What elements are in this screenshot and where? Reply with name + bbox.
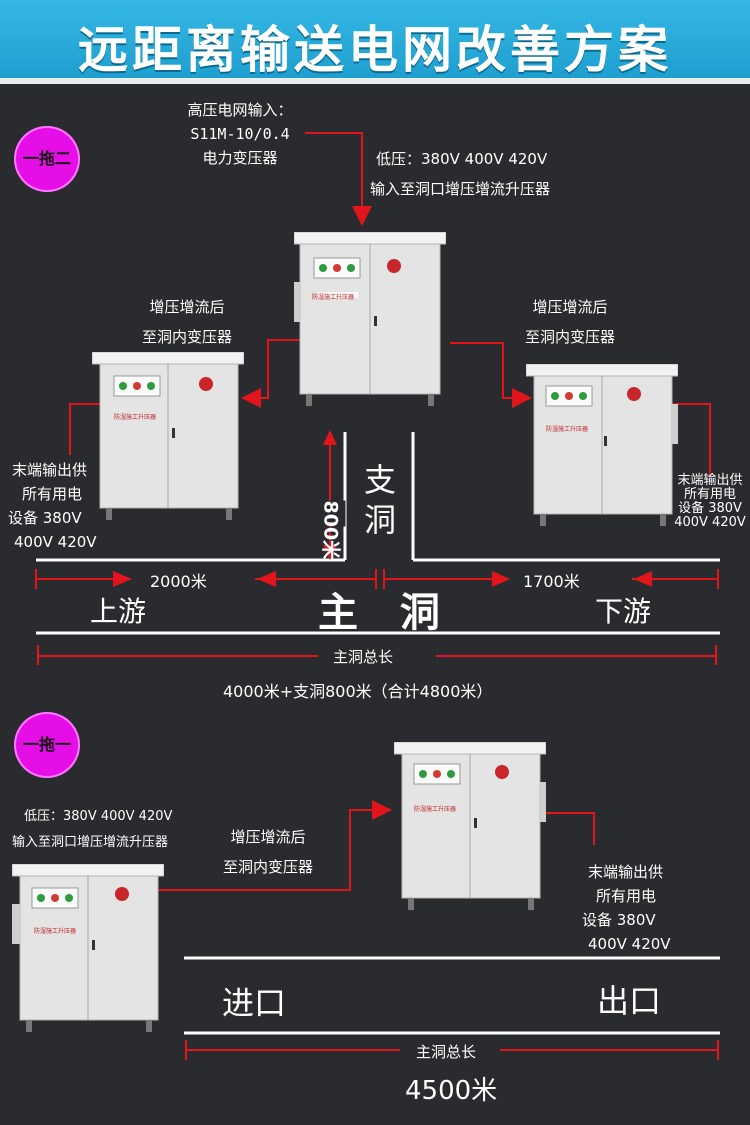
booster-cabinet-center: 防湿施工升压器	[292, 231, 447, 410]
total-length-value: 4000米+支洞800米（合计4800米）	[223, 682, 493, 701]
bottom-low-voltage-label: 低压：380V 400V 420V 输入至洞口增压增流升压器	[12, 804, 172, 856]
bottom-total-length-value: 4500米	[405, 1076, 498, 1106]
bottom-boost-line: 增压增流后	[230, 828, 306, 846]
bottom-output-label: 末端输出供 所有用电 设备 380V 400V 420V	[582, 860, 671, 956]
grid-input-label: 高压电网输入： S11M-10/0.4 电力变压器	[170, 98, 310, 170]
exit-label: 出口	[597, 982, 662, 1020]
bottom-low-voltage-line: 低压：380V 400V 420V	[24, 809, 173, 824]
right-output-line: 400V 420V	[674, 515, 746, 530]
bottom-boost-label: 增压增流后 至洞内变压器	[198, 822, 338, 882]
left-output-line: 设备 380V	[8, 509, 82, 527]
cabinet-graphic	[525, 363, 679, 526]
right-output-line: 设备 380V	[678, 501, 742, 516]
booster-cabinet-bottom-right: 防湿施工升压器	[393, 741, 547, 912]
right-distance-label: 1700米	[523, 572, 580, 591]
left-output-line: 400V 420V	[14, 533, 97, 551]
left-distance-label: 2000米	[150, 572, 207, 591]
bottom-output-line: 所有用电	[596, 887, 657, 905]
cabinet-label: 防湿施工升压器	[114, 414, 157, 421]
low-voltage-line: 输入至洞口增压增流升压器	[370, 180, 551, 198]
downstream-label: 下游	[595, 595, 652, 628]
left-boost-line: 增压增流后	[149, 298, 225, 316]
right-output-label: 末端输出供 所有用电 设备 380V 400V 420V	[672, 474, 748, 530]
grid-input-line: 电力变压器	[202, 149, 278, 167]
badge-one-to-one: 一拖一	[14, 712, 80, 778]
low-voltage-label: 低压：380V 400V 420V 输入至洞口增压增流升压器	[370, 144, 550, 204]
low-voltage-line: 低压：380V 400V 420V	[376, 150, 548, 168]
branch-tunnel-label: 支 洞	[364, 460, 396, 540]
bottom-low-voltage-line: 输入至洞口增压增流升压器	[12, 835, 169, 850]
grid-input-line: 高压电网输入：	[187, 101, 293, 119]
branch-tunnel-char: 洞	[364, 501, 397, 539]
cabinet-label: 防湿施工升压器	[34, 928, 77, 935]
booster-cabinet-left: 防湿施工升压器	[91, 351, 245, 522]
bottom-total-length-label: 主洞总长	[416, 1043, 477, 1061]
right-boost-line: 至洞内变压器	[524, 328, 615, 346]
left-output-line: 末端输出供	[12, 461, 88, 479]
page-title: 远距离输送电网改善方案	[78, 21, 672, 79]
left-boost-line: 至洞内变压器	[141, 328, 232, 346]
bottom-output-line: 末端输出供	[588, 863, 664, 881]
right-output-line: 末端输出供	[677, 473, 743, 488]
left-boost-label: 增压增流后 至洞内变压器	[122, 292, 252, 352]
bottom-output-line: 设备 380V	[582, 911, 656, 929]
cabinet-graphic	[393, 741, 547, 910]
bottom-output-line: 400V 420V	[588, 935, 671, 953]
upstream-label: 上游	[90, 595, 147, 628]
cabinet-graphic	[292, 231, 447, 406]
main-tunnel-label: 主 洞	[318, 590, 454, 636]
entrance-label: 进口	[222, 984, 287, 1022]
right-boost-label: 增压增流后 至洞内变压器	[505, 292, 635, 352]
booster-cabinet-bottom-left: 防湿施工升压器	[11, 863, 165, 1034]
branch-tunnel-char: 支	[364, 461, 397, 499]
total-length-label: 主洞总长	[333, 648, 394, 666]
cabinet-label: 防湿施工升压器	[546, 426, 589, 433]
grid-input-line: S11M-10/0.4	[190, 125, 290, 143]
bottom-boost-line: 至洞内变压器	[222, 858, 313, 876]
cabinet-label: 防湿施工升压器	[414, 806, 457, 813]
branch-length-label: 800米	[318, 500, 346, 559]
left-output-label: 末端输出供 所有用电 设备 380V 400V 420V	[8, 458, 97, 554]
booster-cabinet-right: 防湿施工升压器	[525, 363, 679, 528]
cabinet-label: 防湿施工升压器	[312, 294, 355, 301]
right-output-line: 所有用电	[683, 487, 736, 502]
right-boost-line: 增压增流后	[532, 298, 608, 316]
title-bar: 远距离输送电网改善方案	[0, 0, 750, 84]
left-output-line: 所有用电	[22, 485, 83, 503]
cabinet-graphic	[11, 863, 165, 1032]
cabinet-graphic	[91, 351, 245, 520]
badge-one-to-two: 一拖二	[14, 126, 80, 192]
